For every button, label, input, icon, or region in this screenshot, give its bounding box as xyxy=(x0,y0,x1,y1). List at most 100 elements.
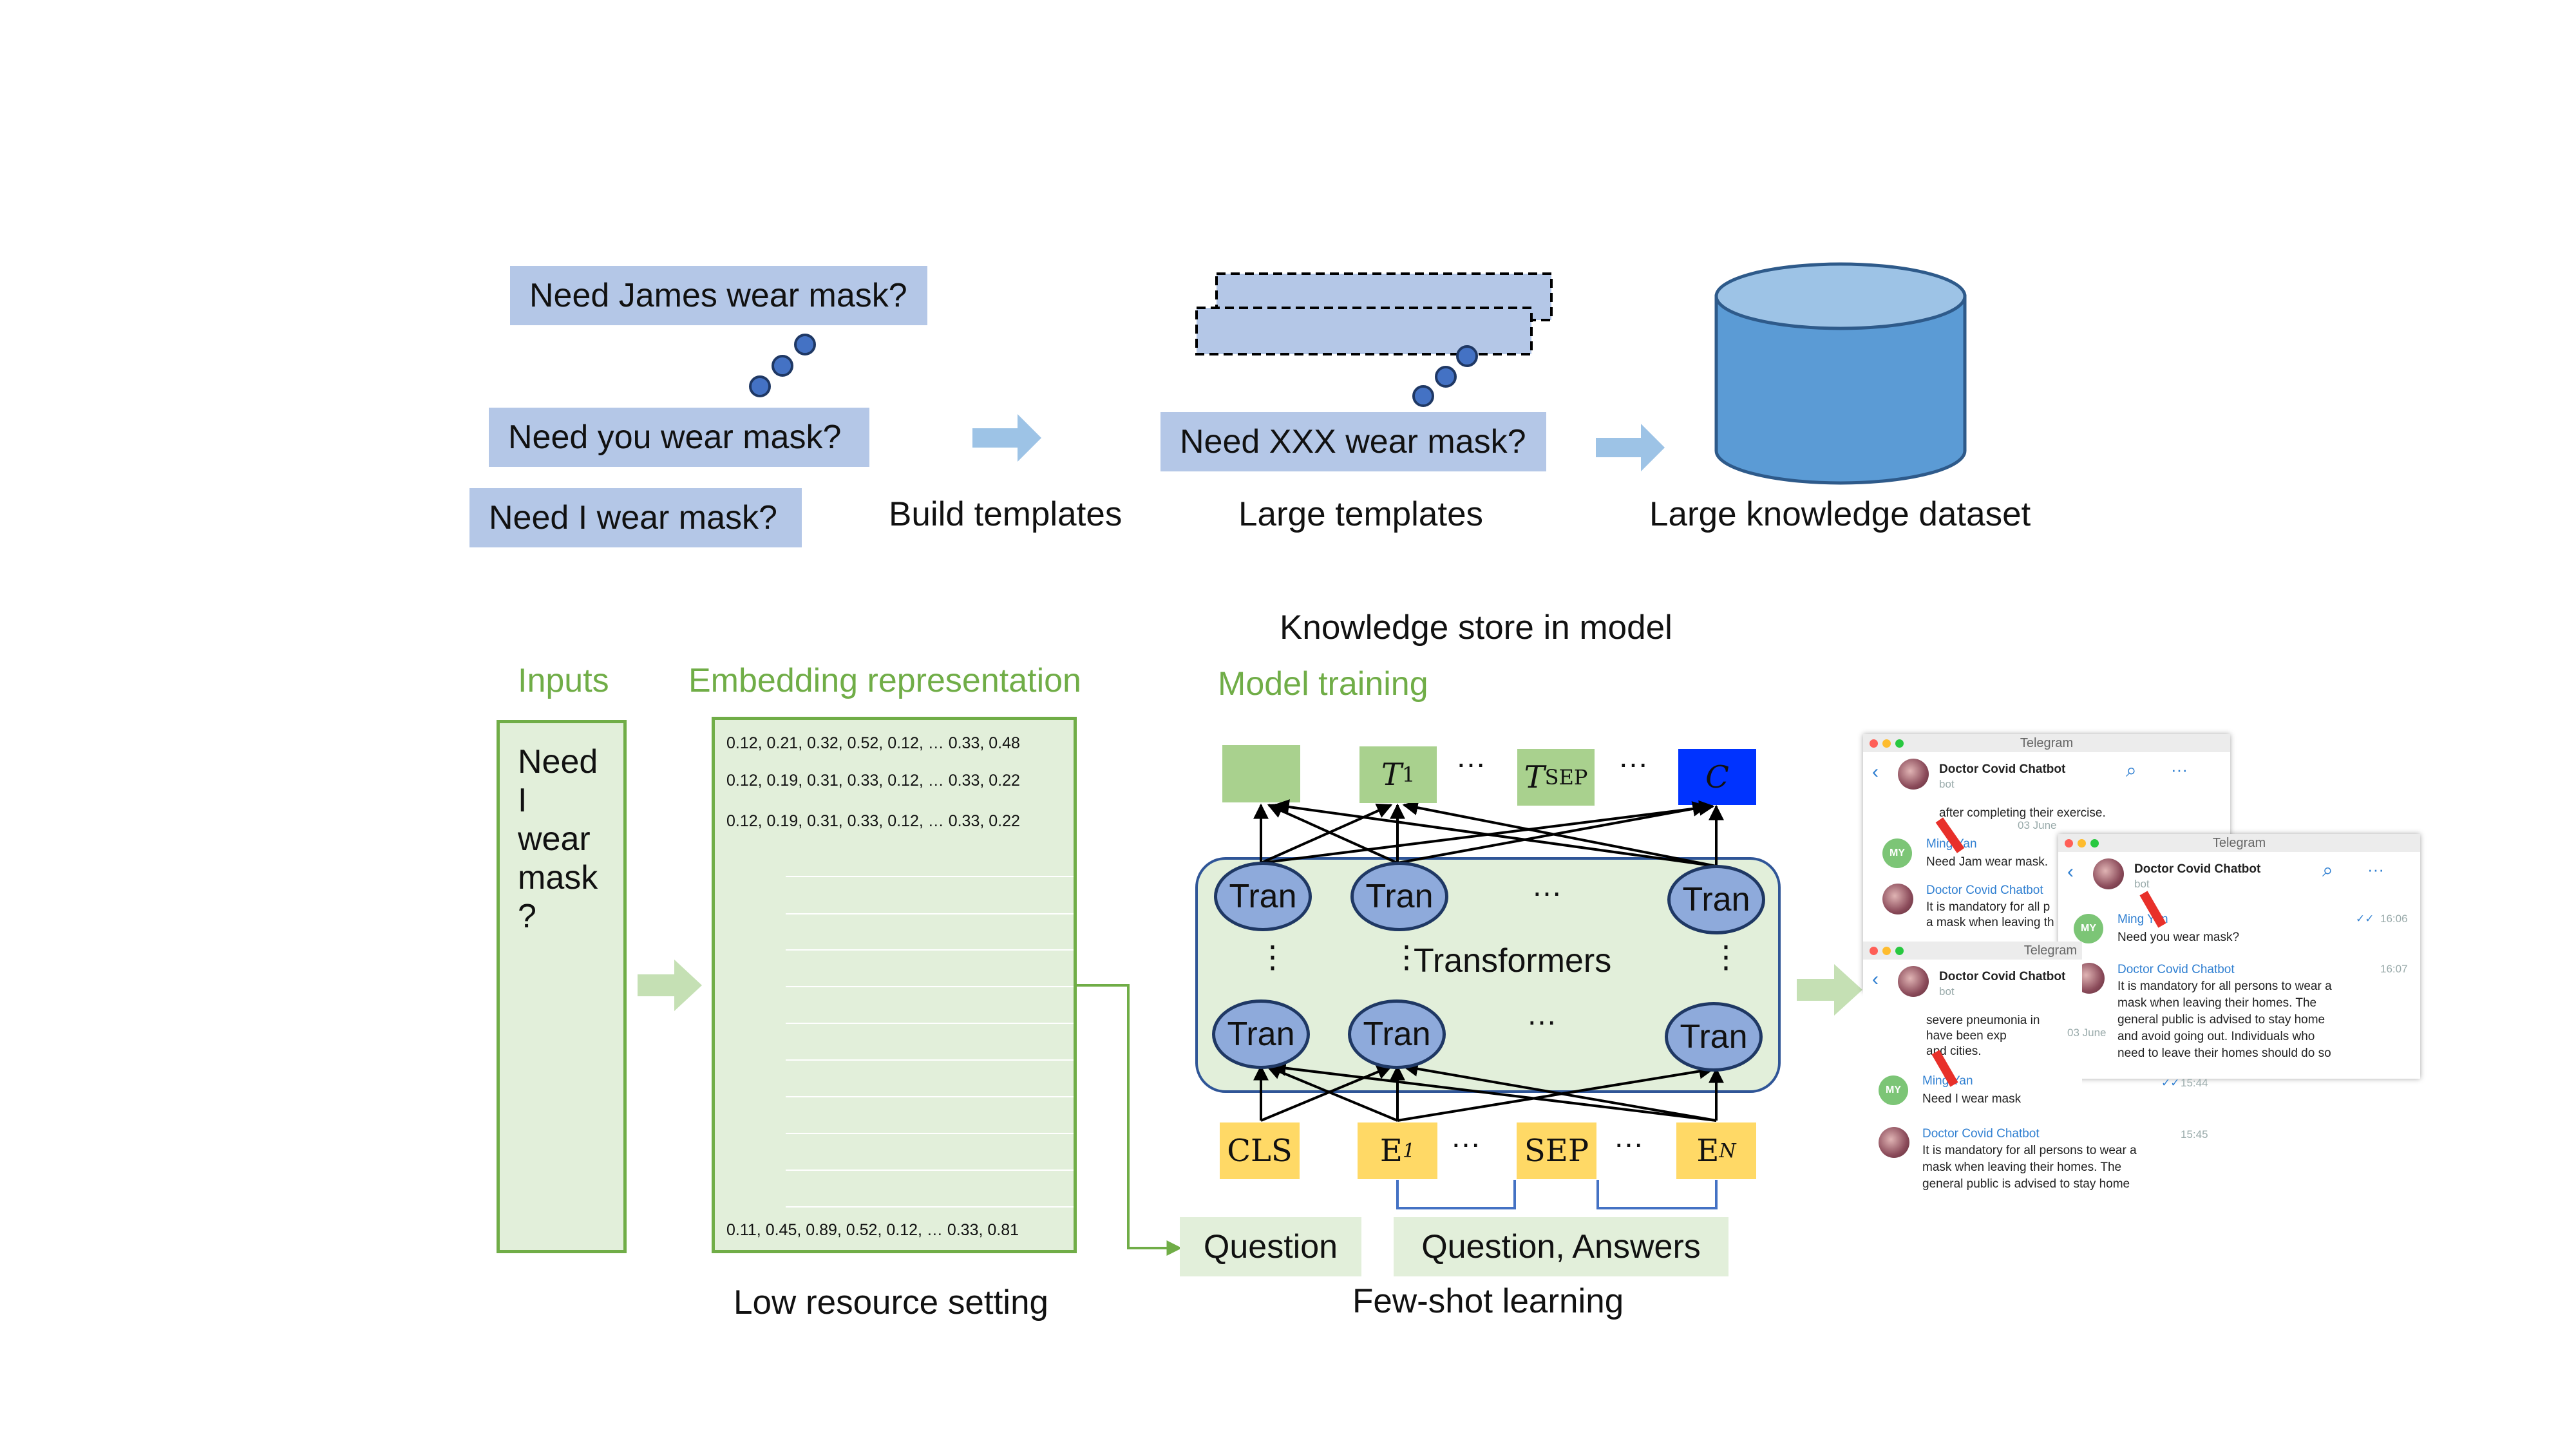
inputs-box: Need I wear mask ? xyxy=(497,720,627,1253)
arrow-right-icon-2 xyxy=(1596,424,1665,471)
few-shot-learning-label: Few-shot learning xyxy=(1352,1282,1624,1320)
more-icon[interactable]: ··· xyxy=(2171,760,2188,779)
bot-subtitle: bot xyxy=(1939,778,1955,790)
embedding-divider xyxy=(786,1059,1074,1061)
output-box-c xyxy=(1678,749,1756,805)
message-time: 16:07 xyxy=(2380,963,2408,975)
large-templates-label: Large templates xyxy=(1238,495,1484,533)
token-cls: CLS xyxy=(1220,1122,1300,1179)
dots-icon-middle xyxy=(1412,345,1478,407)
date-label: 03 June xyxy=(2067,1027,2107,1039)
bot-name: Doctor Covid Chatbot xyxy=(1939,970,2065,983)
zoom-dot-icon xyxy=(1895,947,1904,955)
transformer-node: Tran xyxy=(1214,862,1312,931)
message-text: need to leave their homes should do so xyxy=(2117,1046,2331,1060)
bot-subtitle: bot xyxy=(2134,878,2150,890)
embedding-divider xyxy=(786,986,1074,987)
question-box: Question xyxy=(1180,1217,1361,1276)
embedding-divider xyxy=(786,876,1074,877)
bot-avatar xyxy=(2093,858,2124,889)
chat-window-3: Telegram ‹ Doctor Covid Chatbot bot seve… xyxy=(1863,942,2137,1199)
bot-message-name: Doctor Covid Chatbot xyxy=(1922,1127,2040,1141)
embedding-title: Embedding representation xyxy=(688,662,1081,699)
bot-avatar xyxy=(1898,966,1929,997)
read-check-icon: ✓✓ xyxy=(2161,1077,2180,1089)
bot-message-name: Doctor Covid Chatbot xyxy=(1926,884,2043,897)
message-text: mask when leaving their homes. The xyxy=(2117,996,2317,1010)
embedding-divider xyxy=(786,1023,1074,1024)
question-you-box: Need you wear mask? xyxy=(489,408,869,467)
chat-titlebar: Telegram xyxy=(2058,834,2420,852)
output-box-c-label: C xyxy=(1705,759,1729,795)
back-chevron-icon[interactable]: ‹ xyxy=(2067,861,2074,882)
bot-avatar xyxy=(1879,1127,1909,1158)
date-label: 03 June xyxy=(2018,819,2057,831)
search-icon[interactable]: ⌕ xyxy=(2126,760,2137,781)
ellipsis-token-2: … xyxy=(1613,1120,1644,1154)
ellipsis-output-1: … xyxy=(1455,740,1486,774)
question-answers-box: Question, Answers xyxy=(1394,1217,1728,1276)
user-avatar: MY xyxy=(2074,914,2103,943)
transformer-node: Tran xyxy=(1665,1002,1763,1072)
chat-window-2: Telegram ‹ Doctor Covid Chatbot bot ⌕ ··… xyxy=(2058,834,2420,1079)
transformer-node: Tran xyxy=(1348,999,1446,1069)
minimize-dot-icon xyxy=(1882,739,1891,748)
embedding-divider xyxy=(786,1170,1074,1171)
question-james-box: Need James wear mask? xyxy=(510,266,927,325)
message-time: 15:44 xyxy=(2181,1077,2208,1089)
message-text: general public is advised to stay home xyxy=(1922,1177,2130,1191)
message-text: It is mandatory for all persons to wear … xyxy=(1922,1144,2137,1157)
bracket-e1 xyxy=(1396,1180,1516,1209)
ellipsis-token-1: … xyxy=(1450,1120,1481,1154)
embedding-row: 0.11, 0.45, 0.89, 0.52, 0.12, … 0.33, 0.… xyxy=(726,1221,1019,1239)
more-icon[interactable]: ··· xyxy=(2367,860,2384,879)
message-text: Need I wear mask xyxy=(1922,1092,2022,1106)
transformer-node: Tran xyxy=(1667,865,1765,934)
output-box-blank xyxy=(1222,745,1300,802)
back-chevron-icon[interactable]: ‹ xyxy=(1872,761,1879,782)
dots-icon-left xyxy=(749,334,816,397)
low-resource-label: Low resource setting xyxy=(734,1283,1049,1321)
back-chevron-icon[interactable]: ‹ xyxy=(1872,969,1879,990)
embedding-box: 0.12, 0.21, 0.32, 0.52, 0.12, … 0.33, 0.… xyxy=(712,717,1077,1253)
message-text: mask when leaving their homes. The xyxy=(1922,1160,2122,1174)
database-cylinder-icon xyxy=(1714,262,1967,485)
input-word: wear xyxy=(518,820,591,858)
input-word: Need xyxy=(518,743,598,781)
minimize-dot-icon xyxy=(2078,839,2086,848)
transformers-label: Transformers xyxy=(1414,942,1612,980)
arrow-right-icon-3 xyxy=(638,960,702,1011)
user-avatar: MY xyxy=(1879,1075,1908,1105)
minimize-dot-icon xyxy=(1882,947,1891,955)
embedding-divider xyxy=(786,1206,1074,1208)
message-text: a mask when leaving th xyxy=(1926,916,2054,929)
embedding-divider xyxy=(786,1096,1074,1097)
large-knowledge-dataset-label: Large knowledge dataset xyxy=(1649,495,2031,533)
bot-name: Doctor Covid Chatbot xyxy=(1939,762,2066,776)
zoom-dot-icon xyxy=(1895,739,1904,748)
message-text: It is mandatory for all p xyxy=(1926,900,2050,914)
chat-titlebar: Telegram xyxy=(1863,942,2082,960)
arrow-right-icon-1 xyxy=(972,414,1041,462)
message-time: 16:06 xyxy=(2380,913,2408,925)
zoom-dot-icon xyxy=(2090,839,2099,848)
search-icon[interactable]: ⌕ xyxy=(2322,860,2333,881)
template-stack-middle xyxy=(1195,307,1533,355)
embedding-divider xyxy=(786,1133,1074,1134)
vdots-right: ⋮ xyxy=(1710,940,1741,974)
bot-name: Doctor Covid Chatbot xyxy=(2134,862,2261,876)
close-dot-icon xyxy=(1870,739,1878,748)
template-question-box: Need XXX wear mask? xyxy=(1160,412,1546,471)
input-word: ? xyxy=(518,898,536,935)
message-text: Need Jam wear mask. xyxy=(1926,855,2049,869)
bot-avatar xyxy=(1882,884,1913,914)
knowledge-store-label: Knowledge store in model xyxy=(1280,609,1672,647)
message-text: It is mandatory for all persons to wear … xyxy=(2117,980,2332,993)
model-training-title: Model training xyxy=(1218,665,1428,703)
embedding-divider xyxy=(786,913,1074,914)
